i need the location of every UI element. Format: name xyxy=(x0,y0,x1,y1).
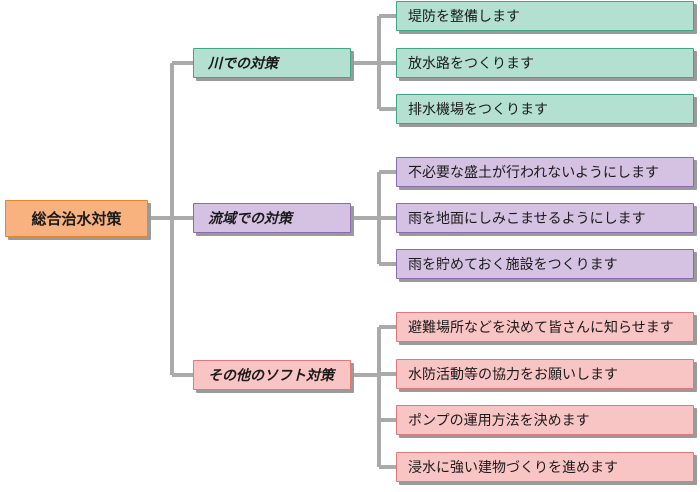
root-label: 総合治水対策 xyxy=(31,210,122,228)
soft-item-label: 避難場所などを決めて皆さんに知らせます xyxy=(408,320,674,336)
soft-item-4: 浸水に強い建物づくりを進めます xyxy=(396,452,694,482)
soft-item-2: 水防活動等の協力をお願いします xyxy=(396,359,694,389)
river-item-3: 排水機場をつくります xyxy=(396,94,694,124)
category-river-label: 川での対策 xyxy=(208,56,278,72)
category-basin-node: 流域での対策 xyxy=(193,203,351,233)
basin-item-label: 不必要な盛土が行われないようにします xyxy=(408,165,660,181)
soft-item-3: ポンプの運用方法を決めます xyxy=(396,405,694,435)
basin-item-label: 雨を貯めておく施設をつくります xyxy=(408,257,618,273)
category-basin-label: 流域での対策 xyxy=(208,211,292,227)
river-item-label: 排水機場をつくります xyxy=(408,102,548,118)
soft-item-1: 避難場所などを決めて皆さんに知らせます xyxy=(396,312,694,342)
category-soft-label: その他のソフト対策 xyxy=(208,368,334,384)
river-item-2: 放水路をつくります xyxy=(396,48,694,78)
category-river-node: 川での対策 xyxy=(193,48,351,78)
basin-item-label: 雨を地面にしみこませるようにします xyxy=(408,211,646,227)
river-item-1: 堤防を整備します xyxy=(396,1,694,31)
root-node: 総合治水対策 xyxy=(5,200,148,237)
category-soft-node: その他のソフト対策 xyxy=(193,360,351,390)
basin-item-2: 雨を地面にしみこませるようにします xyxy=(396,203,694,233)
soft-item-label: ポンプの運用方法を決めます xyxy=(408,413,590,429)
river-item-label: 堤防を整備します xyxy=(408,9,520,25)
basin-item-1: 不必要な盛土が行われないようにします xyxy=(396,157,694,187)
river-item-label: 放水路をつくります xyxy=(408,56,534,72)
soft-item-label: 浸水に強い建物づくりを進めます xyxy=(408,460,618,476)
basin-item-3: 雨を貯めておく施設をつくります xyxy=(396,249,694,279)
soft-item-label: 水防活動等の協力をお願いします xyxy=(408,367,618,383)
